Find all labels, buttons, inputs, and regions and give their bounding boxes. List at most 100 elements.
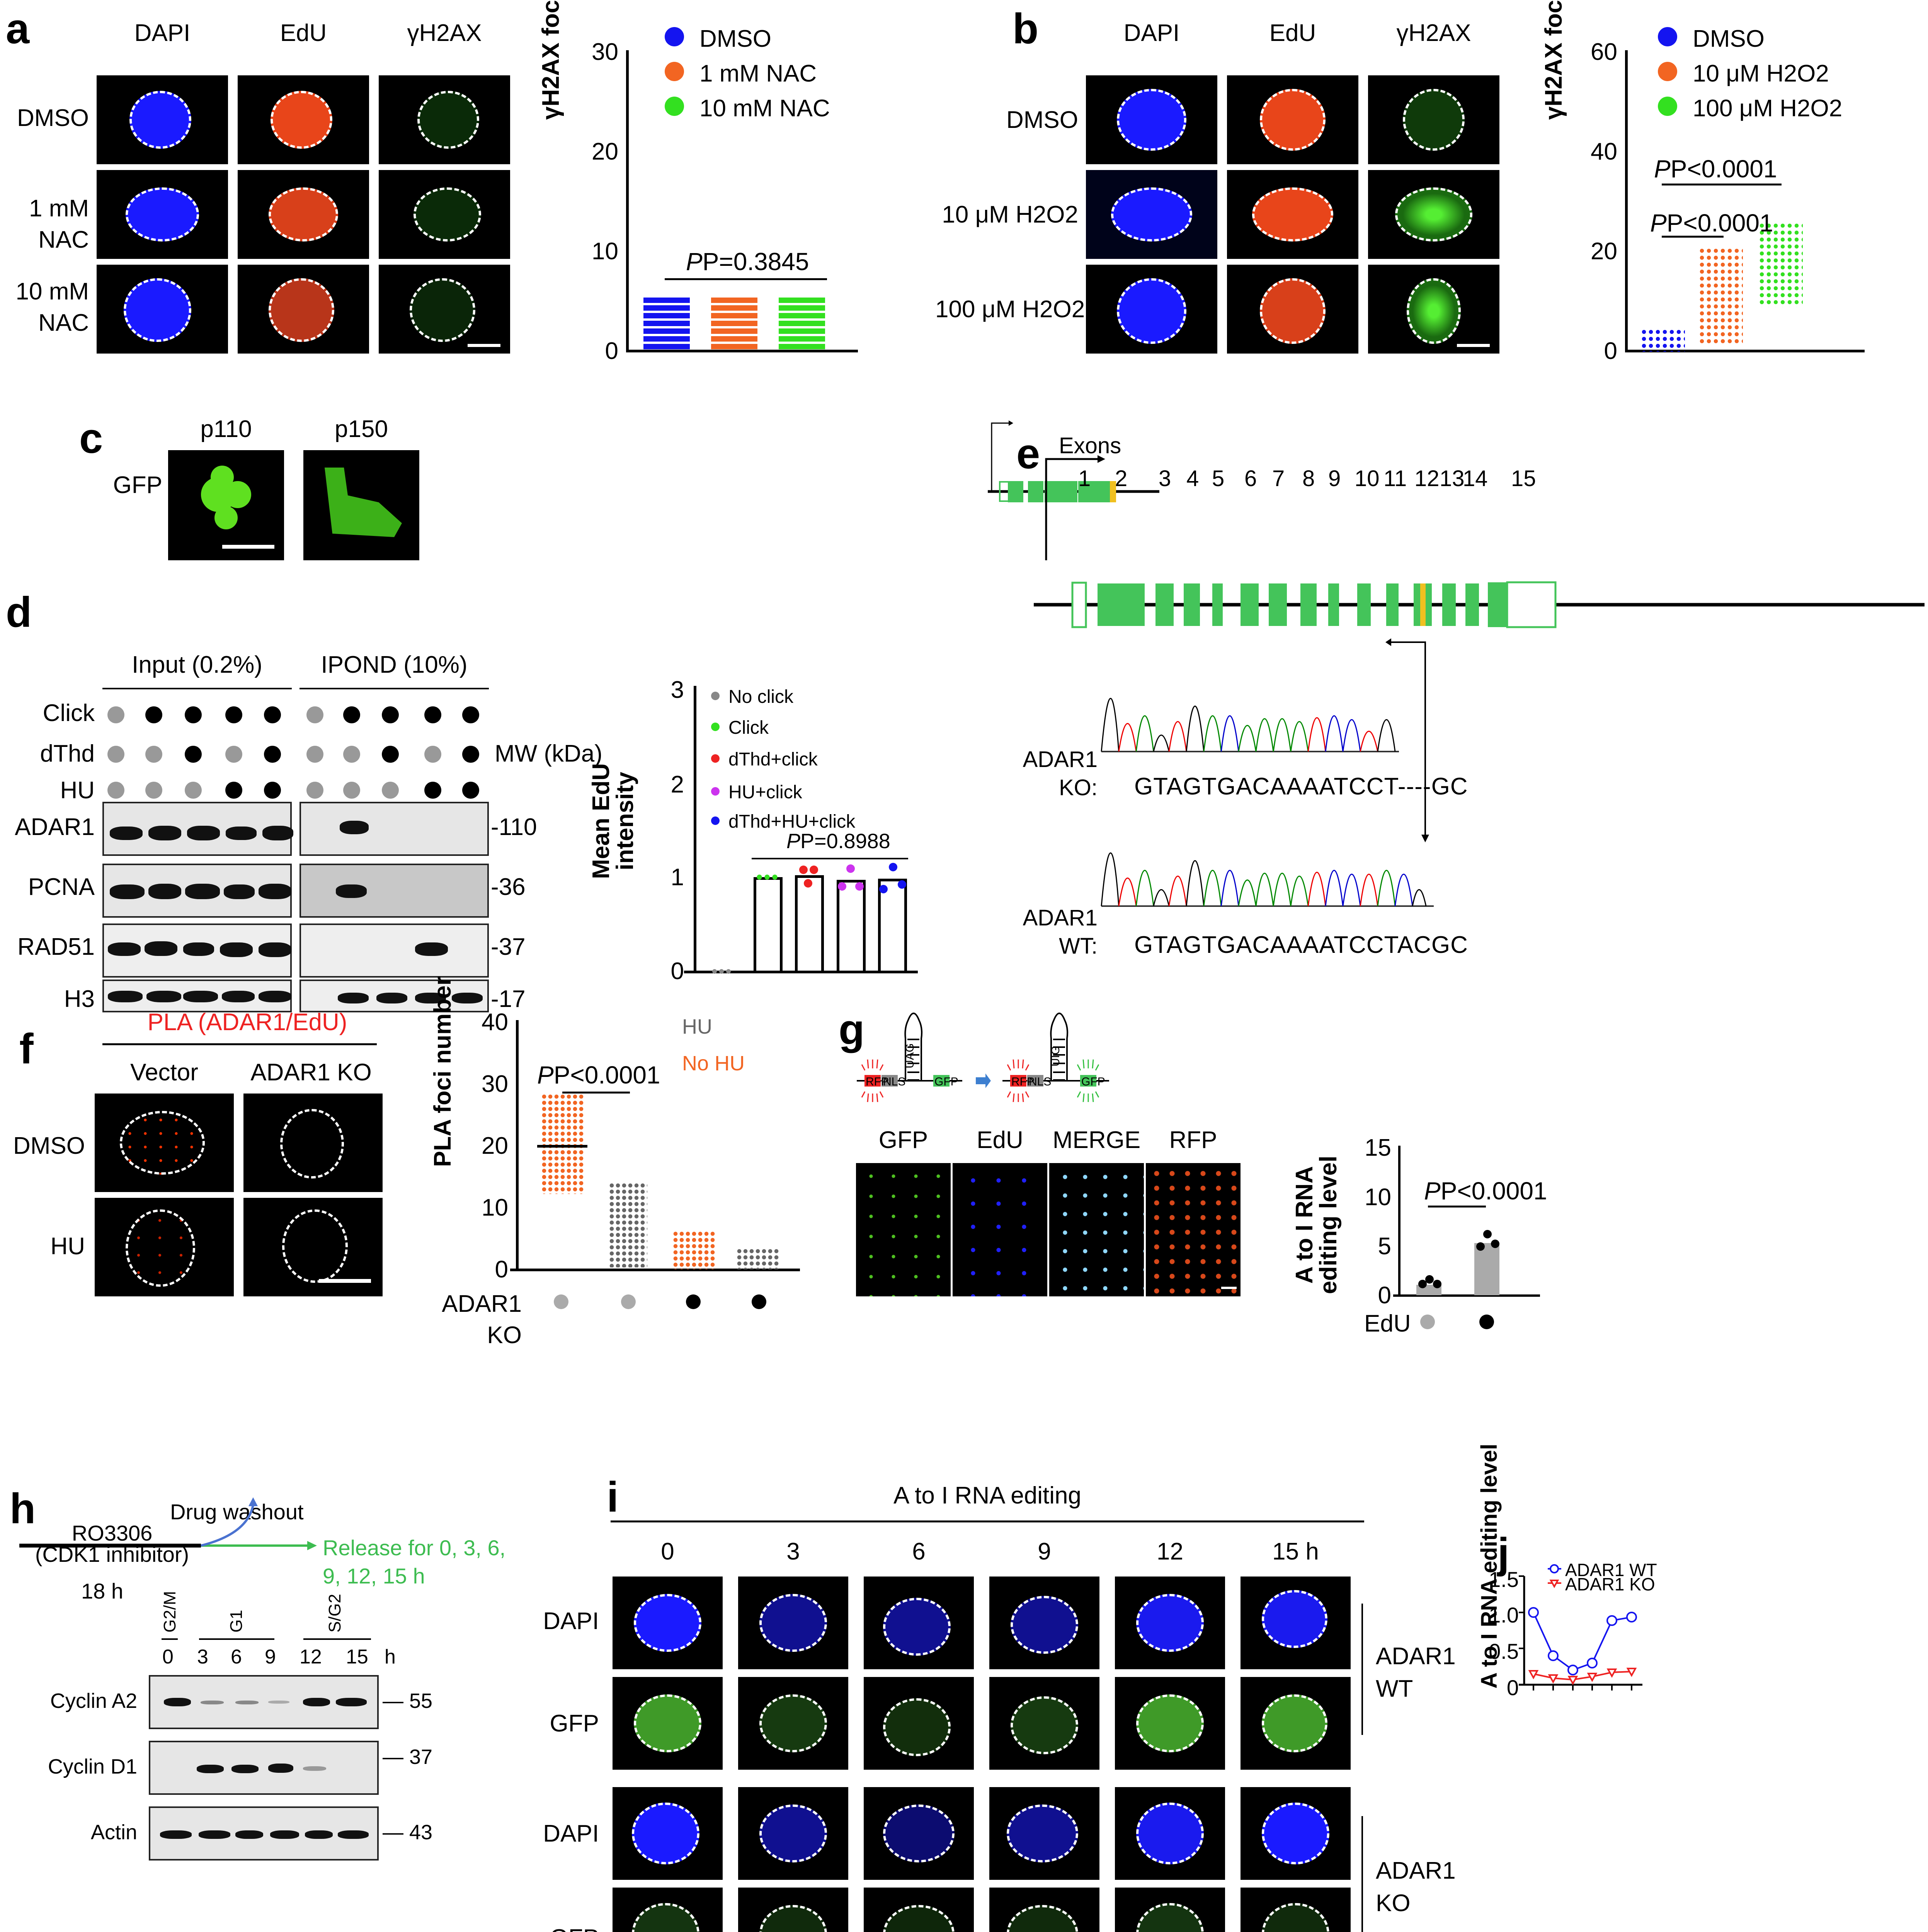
data-points-10mm-nac: [779, 298, 825, 352]
micrograph: [738, 1787, 848, 1880]
micrograph: [738, 1577, 848, 1669]
data-points-ko-hu: [736, 1248, 779, 1269]
rfp-label: RFP: [1011, 1075, 1035, 1088]
timepoint: 0: [661, 1538, 674, 1565]
chromatogram-wt: [1101, 852, 1434, 907]
col-dapi: DAPI: [1123, 20, 1180, 46]
rfp-label: RFP: [866, 1075, 889, 1088]
y-tick: 40: [1591, 138, 1617, 165]
divider: [102, 688, 292, 689]
y-tick: 15: [1365, 1134, 1391, 1161]
y-tick: 5: [1378, 1233, 1391, 1260]
chromatogram-ko: [1101, 698, 1399, 752]
phase-g2m: G2/M: [160, 1591, 179, 1633]
legend-label: Click: [728, 718, 769, 738]
scale-bar: [468, 344, 500, 347]
micrograph: [1086, 265, 1217, 354]
data-points-1mm-nac: [711, 298, 757, 352]
timepoint: 0: [162, 1646, 174, 1668]
significance-bar: [665, 278, 827, 280]
section-title: A to I RNA editing: [893, 1482, 1081, 1509]
y-tick: 0: [605, 338, 618, 364]
bar-click: [754, 877, 783, 973]
micrograph: [1241, 1577, 1351, 1669]
legend-label: DMSO: [699, 26, 771, 52]
blot-label-rad51: RAD51: [17, 934, 95, 960]
divider: [102, 1043, 377, 1045]
y-tick: 10: [1365, 1184, 1391, 1211]
p-value: PP<0.0001: [537, 1061, 660, 1089]
y-tick: 10: [592, 238, 618, 265]
micrograph: [1368, 170, 1499, 259]
legend-label: 100 μM H2O2: [1693, 95, 1843, 122]
blot-cyclin-d1: [149, 1741, 379, 1795]
timepoint: 6: [231, 1646, 242, 1668]
micrograph: [1241, 1677, 1351, 1770]
micrograph: [95, 1094, 234, 1192]
legend-dot: [1658, 97, 1677, 116]
treatment-timeline: [19, 1497, 317, 1550]
legend-dot: [711, 754, 720, 763]
legend-dot: [711, 723, 720, 731]
legend-dot: [665, 97, 684, 116]
panel-label-h: h: [10, 1485, 36, 1532]
legend-label: DMSO: [1693, 26, 1765, 52]
micrograph: [613, 1677, 723, 1770]
exon-diagram: [988, 420, 1159, 502]
micrograph: [1086, 170, 1217, 259]
y-tick: 60: [1591, 39, 1617, 65]
y-tick: 0: [670, 958, 684, 985]
micrograph: [864, 1787, 974, 1880]
cond-dthd: dThd: [40, 740, 95, 767]
phase-bracket: [303, 1638, 371, 1640]
micrograph: [1241, 1888, 1351, 1932]
micrograph: [243, 1094, 383, 1192]
mw-label: MW (kDa): [495, 740, 602, 767]
blot-label-cyclin-d1: Cyclin D1: [48, 1755, 137, 1778]
col-edu: EdU: [280, 20, 327, 46]
condition-dot: [1479, 1315, 1494, 1329]
col-edu: EdU: [1269, 20, 1316, 46]
legend-dot: [711, 692, 720, 700]
divider: [299, 688, 489, 689]
col-merge: MERGE: [1052, 1127, 1141, 1153]
timepoint: 3: [786, 1538, 800, 1565]
micrograph: [1115, 1787, 1225, 1880]
y-tick: 0: [1506, 1675, 1519, 1700]
blot-h3-ipond: [299, 980, 489, 1012]
duration-label: 18 h: [81, 1579, 123, 1603]
col-vector: Vector: [130, 1059, 198, 1086]
blot-pcna-ipond: [299, 864, 489, 918]
legend-dot: [711, 787, 720, 796]
timepoint: 9: [265, 1646, 276, 1668]
y-tick: 1.5: [1489, 1567, 1519, 1592]
p-value: PP<0.0001: [1654, 155, 1777, 183]
y-tick: 3: [670, 677, 684, 703]
mean-line: [537, 1145, 587, 1148]
group-bracket: [1361, 1816, 1363, 1932]
micrograph: [738, 1677, 848, 1770]
micrograph: [989, 1888, 1099, 1932]
row-gfp: GFP: [514, 1926, 599, 1932]
micrograph-p150: [303, 450, 419, 560]
legend-no-hu: No HU: [682, 1052, 745, 1075]
micrograph: [97, 170, 228, 259]
micrograph: [379, 265, 510, 354]
panel-label-c: c: [79, 415, 103, 462]
y-axis-label: Mean EdU intensity: [588, 763, 638, 879]
row-dmso: DMSO: [13, 1133, 85, 1159]
x-axis: [1393, 1294, 1540, 1297]
codon-uig: UIG: [1049, 1046, 1062, 1066]
data-points-dmso: [643, 298, 690, 352]
wt-label: ADAR1 WT:: [1023, 905, 1098, 959]
micrograph: [989, 1787, 1099, 1880]
blot-actin: [149, 1806, 379, 1861]
y-tick: 10: [482, 1194, 508, 1221]
micrograph: [1115, 1677, 1225, 1770]
row-1mm-nac: 1 mM NAC: [29, 195, 89, 253]
micrograph: [238, 75, 369, 164]
condition-dot: [686, 1294, 701, 1309]
mw-marker: — 55: [383, 1689, 433, 1713]
panel-label-f: f: [19, 1025, 34, 1073]
legend-dot: [665, 27, 684, 46]
